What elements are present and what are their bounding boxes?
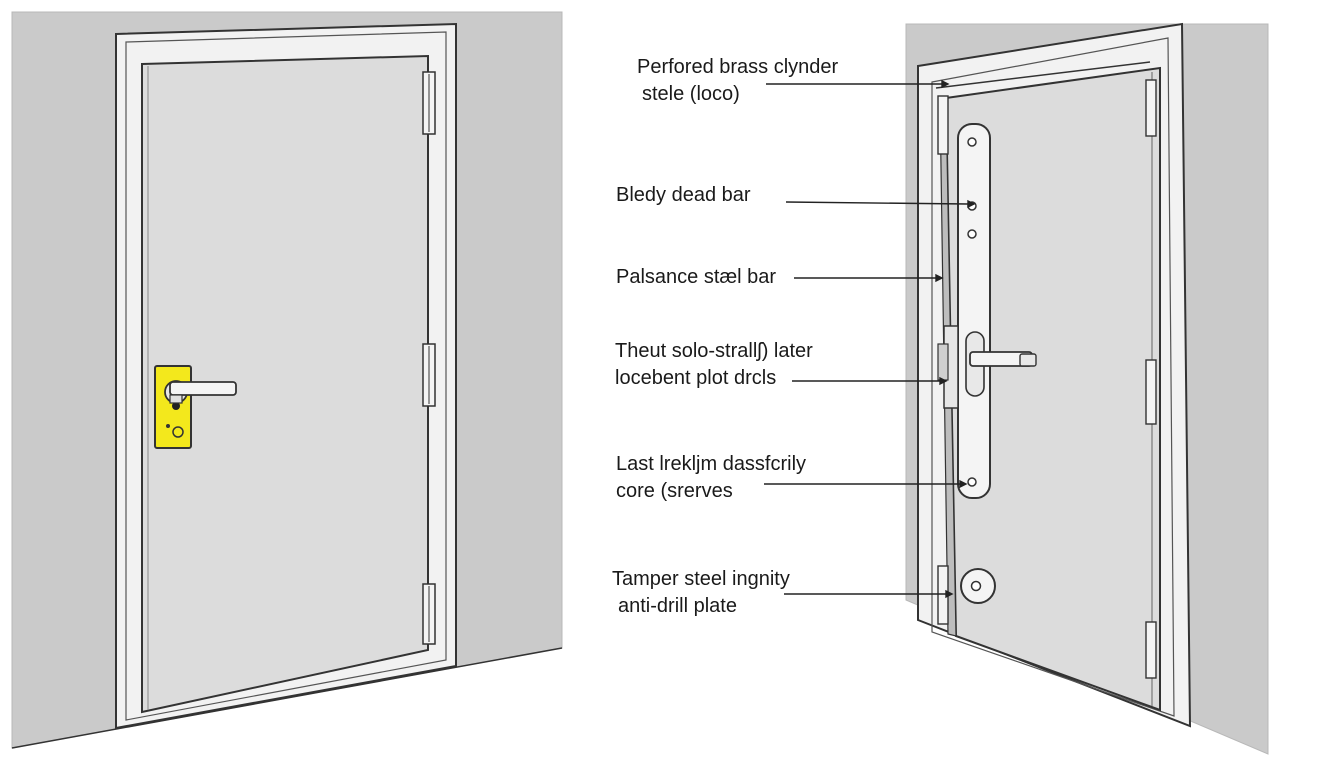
right-door-illustration [905, 22, 1269, 755]
callout-anti-drill-plate: Tamper steel ingnity anti-drill plate [612, 566, 790, 620]
latch-block [937, 325, 959, 409]
leader-dead-bar [785, 201, 969, 205]
left-door-frame-inner [125, 31, 447, 721]
callout-cylinder: Perfored brass clynder stele (loco) [637, 54, 838, 108]
callout-dead-bar: Bledy dead bar [616, 182, 751, 209]
callout-core-sleeves: Last lrekljm dassfcrily core (srerves [616, 451, 806, 505]
left-door-leaf [141, 54, 429, 714]
left-lock-plate [154, 365, 192, 449]
anti-drill-plate-disc [960, 568, 996, 604]
left-floor-edge [11, 647, 563, 749]
callout-core-sleeves-line-2: core (srerves [616, 480, 733, 502]
leader-lines [764, 79, 976, 599]
callout-anti-drill-line-1: Tamper steel ingnity [612, 568, 790, 590]
callout-steel-bar-line-1: Palsance stæl bar [616, 266, 777, 288]
steel-security-bar [957, 123, 991, 499]
callout-dead-bar-line-1: Bledy dead bar [616, 184, 751, 206]
callout-cylinder-line-2: stele (loco) [642, 83, 740, 105]
left-lever-handle [169, 381, 237, 404]
callout-latch-plate-line-2: locebent plot drcls [615, 367, 777, 389]
right-door-frame-inner [931, 37, 1175, 717]
right-lever-handle [969, 351, 1037, 367]
callout-cylinder-line-1: Perfored brass clynder [637, 56, 839, 78]
callout-core-sleeves-line-1: Last lrekljm dassfcrily [616, 453, 807, 475]
callout-latch-plate-line-1: Theut solo-strallʃ) later [615, 340, 813, 362]
left-door-hinges [422, 71, 436, 645]
left-door-illustration [11, 11, 563, 749]
callout-steel-bar: Palsance stæl bar [616, 264, 776, 291]
callout-latch-plate: Theut solo-strallʃ) later locebent plot … [615, 338, 813, 392]
callout-anti-drill-line-2: anti-drill plate [618, 595, 737, 617]
